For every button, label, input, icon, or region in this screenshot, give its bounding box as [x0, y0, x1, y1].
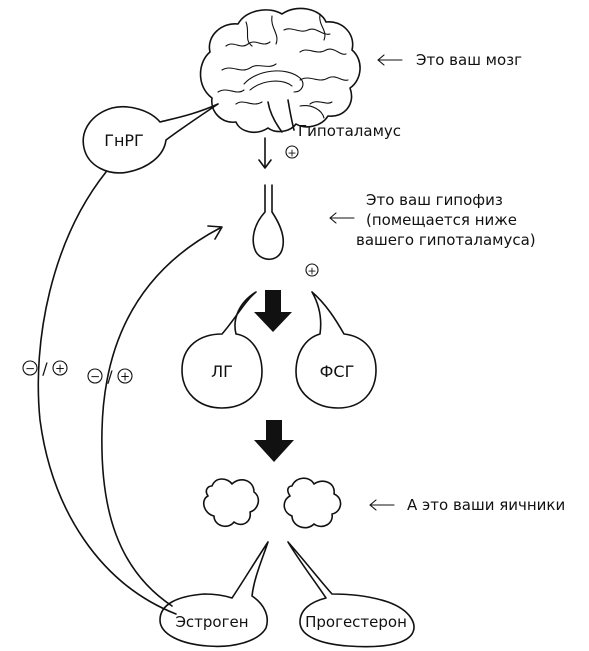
estrogen-bubble	[159, 541, 269, 648]
pituitary-illustration	[252, 184, 285, 261]
minus-sign: −	[90, 370, 100, 384]
pituitary-pointer-arrow	[329, 212, 355, 224]
progesterone-bubble	[287, 541, 415, 648]
ovaries-pointer-arrow	[369, 499, 395, 511]
slash: /	[42, 359, 48, 378]
pituitary-label-line2: (помещается ниже	[366, 211, 517, 229]
ovary-right	[283, 477, 342, 529]
hypothalamus-to-pituitary-arrow	[258, 137, 272, 169]
estrogen-to-pituitary-feedback-curve	[101, 225, 223, 607]
minus-sign: −	[25, 362, 35, 376]
minus-plus-marker-left: − / +	[22, 359, 68, 378]
hypothalamus-label: Гипоталамус	[298, 122, 401, 140]
plus-circle-icon: +	[305, 263, 319, 278]
estrogen-to-gnrh-feedback-curve	[37, 171, 177, 615]
fsh-bubble	[295, 291, 377, 409]
gnrh-bubble	[82, 103, 219, 174]
pituitary-label-line1: Это ваш гипофиз	[366, 191, 503, 209]
slash: /	[107, 367, 113, 386]
plus-circle-icon: +	[285, 145, 299, 160]
brain-pointer-arrow	[377, 54, 403, 66]
minus-plus-marker-right: − / +	[87, 367, 133, 386]
estrogen-label: Эстроген	[175, 613, 248, 631]
big-arrow-down	[254, 290, 292, 332]
lh-bubble	[181, 291, 263, 409]
pituitary-label-line3: вашего гипоталамуса)	[356, 231, 536, 249]
big-arrow-down	[254, 420, 294, 462]
ovary-left	[202, 478, 260, 528]
brain-label: Это ваш мозг	[416, 51, 522, 69]
plus-sign: +	[287, 147, 296, 160]
fsh-label: ФСГ	[320, 362, 355, 381]
progesterone-label: Прогестерон	[305, 613, 407, 631]
ovaries-label: А это ваши яичники	[407, 496, 565, 514]
plus-sign: +	[55, 362, 65, 376]
plus-sign: +	[120, 370, 130, 384]
gnrh-label: ГнРГ	[104, 131, 144, 150]
brain-illustration	[199, 7, 361, 134]
lh-label: ЛГ	[211, 362, 233, 381]
plus-sign: +	[307, 265, 316, 278]
